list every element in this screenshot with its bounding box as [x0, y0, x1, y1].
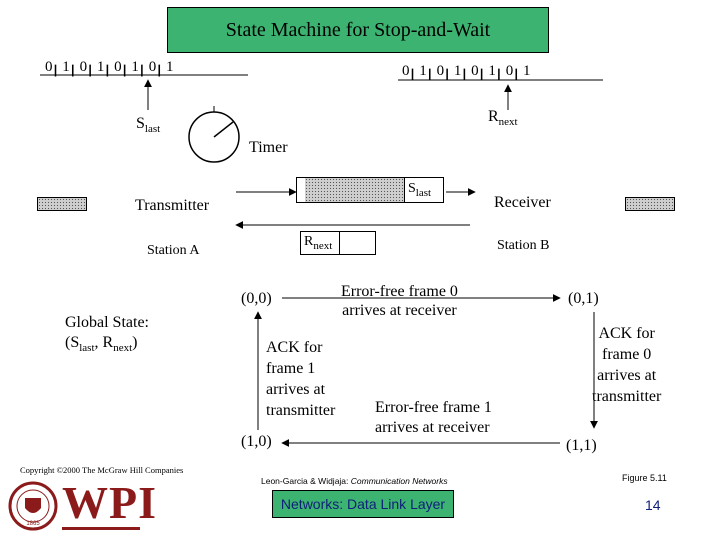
rnext-label: Rnext: [488, 108, 518, 128]
copyright-text: Copyright ©2000 The McGraw Hill Companie…: [20, 465, 184, 475]
ack-frame-box: Rnext: [300, 231, 376, 255]
station-b-label: Station B: [497, 238, 550, 253]
timer-label: Timer: [249, 139, 288, 156]
state-01: (0,1): [568, 290, 599, 307]
state-00: (0,0): [241, 290, 272, 307]
transmitter-frame-buffer: [37, 197, 87, 211]
sender-sequence: 0┃ 1┃ 0┃ 1┃ 0┃ 1┃ 0┃ 1: [45, 59, 174, 77]
frame-slast-label: Slast: [408, 181, 432, 199]
receiver-sequence: 0┃ 1┃ 0┃ 1┃ 0┃ 1┃ 0┃ 1: [402, 63, 531, 81]
svg-text:1865: 1865: [26, 521, 40, 527]
station-a-label: Station A: [147, 243, 200, 258]
title-banner: State Machine for Stop-and-Wait: [167, 7, 549, 53]
wpi-logo-text: WPI: [62, 477, 157, 528]
slast-label: Slast: [136, 115, 161, 135]
transition-label-left: ACK for frame 1 arrives at transmitter: [266, 339, 336, 419]
transition-label-bottom: Error-free frame 1 arrives at receiver: [375, 399, 492, 436]
state-10: (1,0): [241, 433, 272, 450]
citation-text: Leon-Garcia & Widjaja: Communication Net…: [261, 476, 448, 486]
receiver-frame-buffer: [625, 197, 675, 211]
transition-label-right: ACK for frame 0 arrives at transmitter: [592, 325, 662, 405]
page-title: State Machine for Stop-and-Wait: [225, 18, 491, 41]
receiver-label: Receiver: [494, 194, 551, 211]
transmitter-label: Transmitter: [135, 197, 210, 214]
forward-frame-box: Slast: [296, 177, 444, 203]
wpi-seal-icon: 1865: [8, 480, 58, 532]
ack-rnext-label: Rnext: [304, 234, 333, 252]
global-state-label: Global State: (Slast, Rnext): [65, 314, 149, 354]
timer-clock-icon: [188, 106, 240, 163]
state-11: (1,1): [566, 437, 597, 454]
figure-number: Figure 5.11: [622, 473, 667, 483]
footer-title-banner: Networks: Data Link Layer: [272, 490, 454, 518]
transition-label-top: Error-free frame 0 arrives at receiver: [341, 283, 458, 319]
page-number: 14: [645, 497, 661, 513]
wpi-logo-underline: [62, 527, 140, 530]
